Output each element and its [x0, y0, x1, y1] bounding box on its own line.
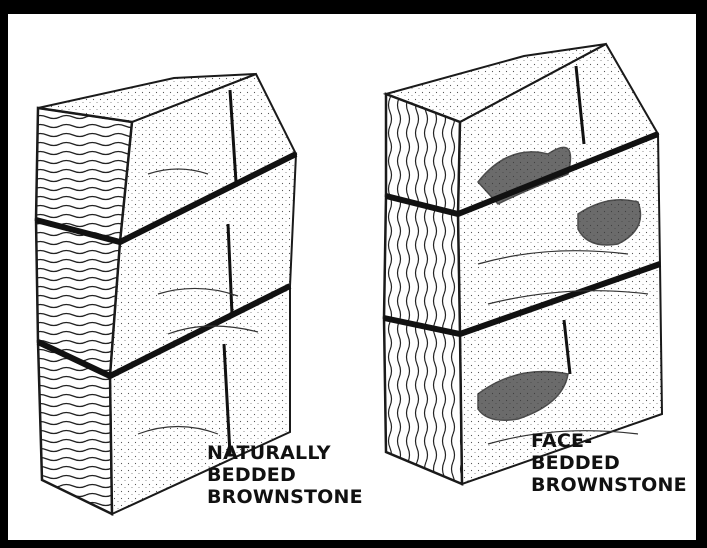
- label-line: FACE-: [531, 430, 687, 452]
- face-bedded-wall: [384, 44, 662, 484]
- label-line: BEDDED: [531, 452, 687, 474]
- face-bedded-label: FACE- BEDDED BROWNSTONE: [531, 430, 687, 496]
- label-line: BROWNSTONE: [531, 474, 687, 496]
- label-line: NATURALLY: [207, 442, 363, 464]
- right-end-lower: [384, 318, 462, 484]
- label-line: BEDDED: [207, 464, 363, 486]
- illustration-frame: NATURALLY BEDDED BROWNSTONE FACE- BEDDED…: [8, 14, 696, 540]
- naturally-bedded-label: NATURALLY BEDDED BROWNSTONE: [207, 442, 363, 508]
- label-line: BROWNSTONE: [207, 486, 363, 508]
- right-end-middle: [384, 196, 460, 334]
